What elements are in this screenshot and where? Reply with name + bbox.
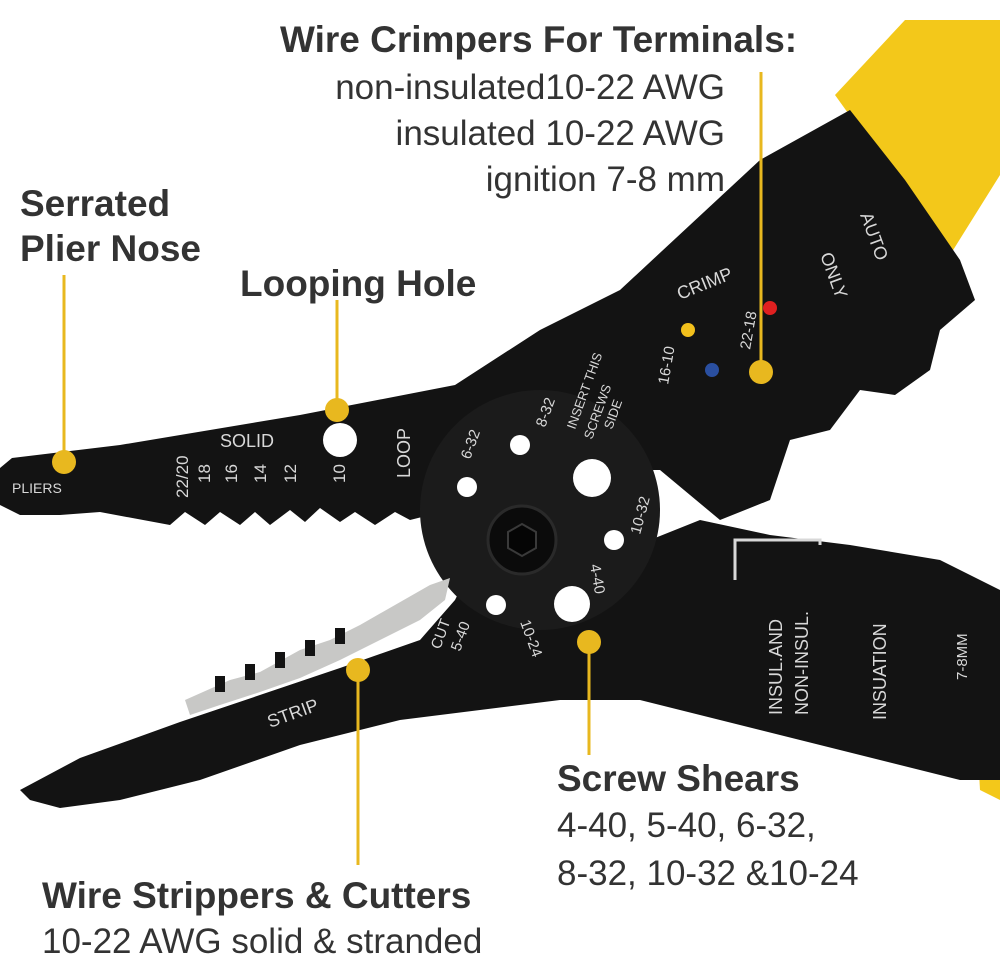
hole-size-engraving: 4-40 <box>586 563 608 596</box>
gauge-engraving: 10 <box>330 464 349 483</box>
strippers-line: 10-22 AWG solid & stranded <box>42 922 483 961</box>
looping-hole <box>323 423 357 457</box>
crimp-size-engraving: 22-18 <box>737 310 760 351</box>
crimpers-title: Wire Crimpers For Terminals: <box>280 19 798 60</box>
shears-line: 8-32, 10-32 &10-24 <box>557 854 859 893</box>
crimpers-line: ignition 7-8 mm <box>485 160 725 199</box>
gauge-engraving: 16 <box>222 464 241 483</box>
callout-markers <box>52 72 773 865</box>
strippers-title: Wire Strippers & Cutters <box>42 875 472 916</box>
crimpers-line: non-insulated10-22 AWG <box>335 68 725 107</box>
pliers-engraving: PLIERS <box>12 480 62 496</box>
insul-engraving: INSUL.AND <box>766 619 786 715</box>
gauge-engraving: 22/20 <box>173 455 192 498</box>
gauge-engraving: 12 <box>281 464 300 483</box>
stripper-blade <box>185 578 450 715</box>
insuation-engraving: INSUATION <box>870 623 890 720</box>
gauge-engraving: 18 <box>195 464 214 483</box>
shears-title: Screw Shears <box>557 758 800 799</box>
hex-socket <box>507 522 537 558</box>
screw-shear-holes <box>457 435 624 622</box>
nose-title: Plier Nose <box>20 228 201 269</box>
mm-engraving: 7-8MM <box>954 633 971 680</box>
looping-title: Looping Hole <box>240 263 477 304</box>
shears-line: 4-40, 5-40, 6-32, <box>557 806 816 845</box>
loop-engraving: LOOP <box>394 428 414 478</box>
blue-crimp-dot <box>705 363 719 377</box>
crimp-size-engraving: 16-10 <box>655 345 678 386</box>
insul-engraving: NON-INSUL. <box>792 611 812 715</box>
lower-jaw-body <box>20 520 1000 808</box>
gauge-engraving: 14 <box>251 464 270 483</box>
upper-jaw-body <box>0 110 975 525</box>
upper-yellow-handle <box>835 20 1000 255</box>
solid-engraving: SOLID <box>220 431 274 451</box>
nose-title: Serrated <box>20 183 171 224</box>
yellow-crimp-dot <box>681 323 695 337</box>
insulation-bracket <box>733 538 822 580</box>
stripper-teeth <box>215 628 345 692</box>
red-crimp-dot <box>763 301 777 315</box>
crimpers-line: insulated 10-22 AWG <box>395 114 725 153</box>
